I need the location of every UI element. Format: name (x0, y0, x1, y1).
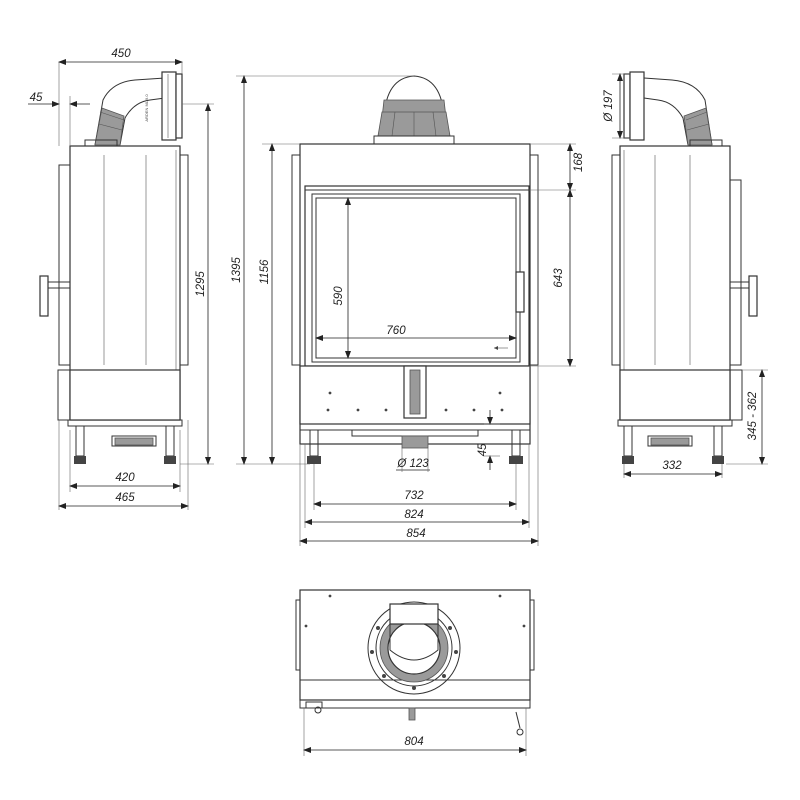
right-legs (622, 425, 724, 464)
dim-right-base-width: 332 (662, 460, 682, 472)
front-screws (326, 391, 504, 412)
dimension-labels: 450 45 1295 420 465 1395 1156 168 643 59… (30, 48, 759, 748)
door-frame (304, 185, 530, 367)
product-label: ARDEN ML 9.0 (144, 94, 149, 122)
dim-right-inlet-height: 345 - 362 (747, 391, 759, 440)
right-door-handle (748, 275, 758, 317)
dimension-lines (28, 59, 768, 756)
dim-top-width: 804 (404, 736, 423, 748)
left-legs (74, 425, 176, 464)
dim-left-base-inner: 420 (115, 472, 135, 484)
right-flue-elbow (623, 71, 723, 147)
dim-left-offset: 45 (30, 92, 43, 104)
dim-front-body-height: 1156 (259, 259, 271, 284)
front-flue-collar (373, 75, 455, 145)
top-view (295, 589, 535, 736)
dim-front-glass-width: 760 (386, 325, 406, 337)
left-flue-elbow (84, 71, 183, 147)
left-door-handle (39, 275, 49, 317)
dim-front-door-height: 643 (553, 268, 565, 288)
dim-right-flue-diameter: Ø 197 (603, 90, 615, 123)
dim-left-top-width: 450 (111, 48, 131, 60)
dim-front-outer-width: 854 (406, 528, 425, 540)
front-view (291, 75, 539, 464)
front-legs (307, 429, 523, 464)
dim-front-leg-height: 45 (477, 443, 489, 456)
left-side-view (39, 71, 189, 464)
dim-front-outlet-diameter: Ø 123 (396, 458, 429, 470)
dim-left-height: 1295 (195, 271, 207, 297)
dim-front-inner-width: 824 (404, 509, 423, 521)
dim-front-top-offset: 168 (573, 152, 585, 172)
top-flue-ring (367, 601, 461, 695)
right-side-view (611, 71, 758, 464)
dim-front-glass-height: 590 (333, 286, 345, 306)
dim-front-total-height: 1395 (231, 257, 243, 283)
dim-left-base-outer: 465 (115, 492, 135, 504)
dim-front-leg-span: 732 (404, 490, 424, 502)
front-door-handle (515, 271, 525, 313)
